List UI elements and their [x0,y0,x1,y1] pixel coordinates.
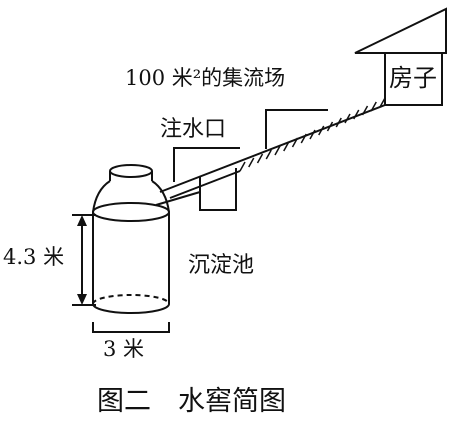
hatch-mark [370,101,377,112]
cellar-cap [109,164,153,178]
height-label: 4.3 米 [3,245,64,269]
hatch-mark [256,153,264,164]
hatch-mark [239,161,246,172]
settling-pond [155,168,237,211]
house-label: 房子 [389,64,437,92]
hatch-mark [361,105,369,116]
cellar-top-ellipse [92,202,170,222]
inlet-leader-line [173,147,240,182]
cellar-shoulder [92,180,170,213]
height-dimension [72,214,96,306]
height-arrow-down [77,294,87,305]
house-roof [354,7,447,54]
hatch-mark [300,133,307,144]
width-bracket [92,322,170,333]
settling-pond-connector [155,191,201,206]
inlet-label: 注水口 [160,117,226,142]
house: 房子 [354,7,447,106]
hatch-mark [379,97,386,108]
width-label: 3 米 [103,337,144,361]
hatch-mark [248,157,255,168]
catchment-slope [159,97,386,199]
catchment-leader-line [265,109,328,149]
hatch-mark [353,109,360,120]
slope-lower-line [169,170,241,199]
house-body [384,52,443,106]
catchment-label: 100 米²的集流场 [125,66,285,90]
slope-hatching [239,97,386,172]
hatch-mark [326,121,334,132]
width-dimension [92,322,170,333]
hatch-mark [309,129,316,140]
hatch-mark [335,117,342,128]
hatch-mark [274,145,281,156]
hatch-mark [265,149,272,160]
cellar-bottom-back [92,294,170,305]
figure-caption: 图二 水窖简图 [97,386,286,417]
hatch-mark [291,137,299,148]
height-arrow-up [77,215,87,226]
cellar-bottom-front [92,303,170,314]
settling-pond-label: 沉淀池 [188,253,254,278]
hatch-mark [344,113,351,124]
water-cellar [92,164,170,314]
hatch-mark [283,141,290,152]
hatch-mark [318,125,325,136]
